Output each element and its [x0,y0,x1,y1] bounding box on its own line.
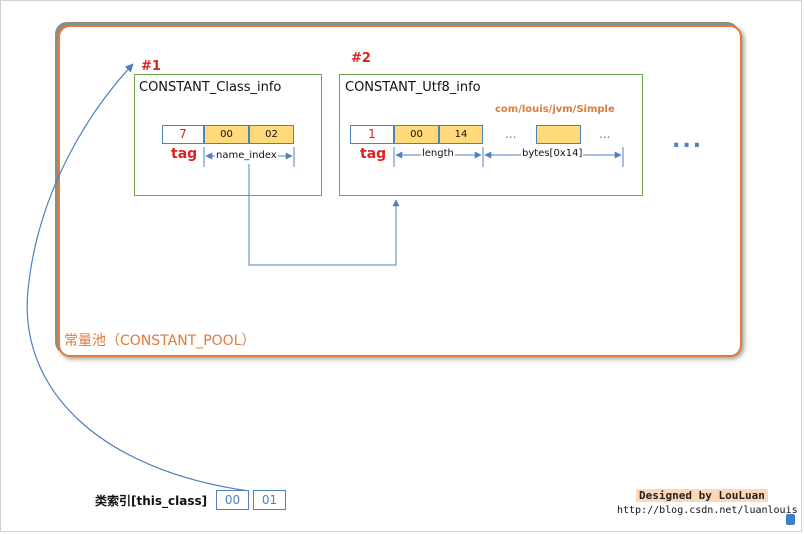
designer-credit: Designed by LouLuan [636,489,768,502]
entry2-byte-cell-1: 14 [439,125,483,144]
constant-pool-label: 常量池（CONSTANT_POOL） [64,333,256,349]
more-entries-ellipsis: ... [672,128,704,153]
entry2-length-label: length [421,148,455,159]
entry1-title: CONSTANT_Class_info [139,80,282,95]
entry2-bytes-dots-left: ... [505,127,517,141]
corner-marker [786,514,795,525]
entry1-byte-cell-1: 02 [249,125,294,144]
this-class-cell-1: 01 [253,490,286,510]
entry1-tag-label: tag [171,146,198,162]
blog-url: http://blog.csdn.net/luanlouis [617,505,798,516]
entry2-byte-cell-0: 00 [394,125,439,144]
entry2-tag-cell: 1 [350,125,394,144]
this-class-cell-0: 00 [216,490,249,510]
this-class-to-entry1-arrow [26,63,250,492]
entry2-string-value: com/louis/jvm/Simple [495,104,615,115]
entry1-name-index-label: name_index [215,150,278,161]
entry1-tag-cell: 7 [162,125,204,144]
entry2-bytes-cell [536,125,581,144]
entry2-bytes-label: bytes[0x14] [521,148,584,159]
entry2-bytes-dots-right: ... [599,127,611,141]
entry2-title: CONSTANT_Utf8_info [345,80,481,95]
entry1-byte-cell-0: 00 [204,125,249,144]
this-class-label: 类索引[this_class] [95,494,208,508]
entry2-index-label: #2 [351,51,371,66]
entry1-index-label: #1 [141,59,161,74]
name-index-to-entry2-arrow [248,164,400,266]
entry2-tag-label: tag [360,146,387,162]
